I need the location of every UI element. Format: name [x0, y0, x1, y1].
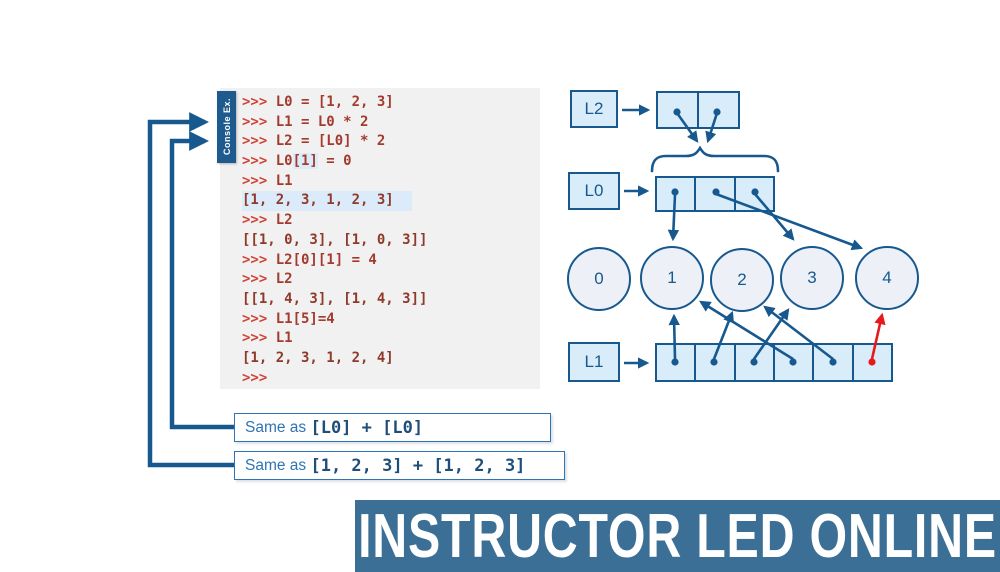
- var-label-l2: L2: [584, 99, 604, 118]
- var-label-l0: L0: [584, 181, 604, 200]
- banner: INSTRUCTOR LED ONLINE: [355, 500, 1000, 572]
- code-text: L0: [275, 153, 293, 170]
- bracket-highlight: [1]: [292, 153, 318, 170]
- code-text: L2 = [L0] * 2: [275, 133, 386, 150]
- console-prompt: >>>: [242, 271, 276, 288]
- callout-code: [1, 2, 3] + [1, 2, 3]: [310, 455, 526, 476]
- code-text: L1: [275, 172, 293, 189]
- value-circle: 0: [567, 247, 631, 311]
- console-tab-label: Console Ex.: [221, 98, 232, 156]
- console-prompt: >>>: [242, 113, 276, 130]
- console-body: >>> L0 = [1, 2, 3]>>> L1 = L0 * 2>>> L2 …: [220, 88, 540, 388]
- console-line: >>> L1: [242, 172, 540, 192]
- list-cell: [854, 345, 891, 380]
- list-cell: [736, 178, 773, 210]
- code-text: [1, 2, 3, 1, 2, 4]: [242, 349, 394, 366]
- console-prompt: >>>: [242, 330, 276, 347]
- var-label-l1: L1: [584, 352, 604, 371]
- value-circle: 2: [710, 248, 774, 312]
- l0-list-brace: [650, 145, 780, 173]
- console-prompt: >>>: [242, 153, 276, 170]
- list-cell: [736, 345, 775, 380]
- console-prompt: >>>: [242, 133, 276, 150]
- callout-l1-equivalence: Same as [1, 2, 3] + [1, 2, 3]: [234, 451, 565, 480]
- code-text: L1[5]=4: [275, 310, 335, 327]
- list-cell: [657, 178, 697, 210]
- console-line: >>> L1[5]=4: [242, 310, 540, 330]
- code-text: L1 = L0 * 2: [275, 113, 369, 130]
- code-text: L2: [275, 212, 293, 229]
- value-circle: 1: [640, 246, 704, 310]
- callout-l2-equivalence: Same as [L0] + [L0]: [234, 413, 551, 442]
- l0-list: [655, 176, 775, 212]
- console-line: >>>: [242, 369, 540, 389]
- console-line: >>> L0 = [1, 2, 3]: [242, 93, 540, 113]
- console-line: >>> L0[1] = 0: [242, 152, 540, 172]
- console-prompt: >>>: [242, 94, 276, 110]
- console-prompt: >>>: [242, 369, 276, 386]
- console-line: [[1, 4, 3], [1, 4, 3]]: [242, 290, 540, 310]
- code-text: = 0: [317, 153, 352, 170]
- console-prompt: >>>: [242, 310, 276, 327]
- console-line: >>> L2: [242, 211, 540, 231]
- callout-prefix: Same as: [245, 418, 311, 436]
- value-circle: 3: [780, 246, 844, 310]
- console-line: >>> L2: [242, 270, 540, 290]
- console-line: >>> L2 = [L0] * 2: [242, 132, 540, 152]
- var-box-l0: L0: [568, 172, 620, 210]
- list-cell: [657, 345, 697, 380]
- list-cell: [658, 93, 699, 127]
- var-box-l1: L1: [568, 342, 620, 382]
- console-prompt: >>>: [242, 251, 276, 268]
- console-line: [[1, 0, 3], [1, 0, 3]]: [242, 231, 540, 251]
- list-cell: [775, 345, 815, 380]
- list-cell: [696, 178, 736, 210]
- console-prompt: >>>: [242, 212, 276, 229]
- code-text: [[1, 4, 3], [1, 4, 3]]: [242, 290, 428, 307]
- code-text: L2[0][1] = 4: [275, 251, 377, 268]
- code-text: [[1, 0, 3], [1, 0, 3]]: [242, 231, 428, 248]
- list-cell: [696, 345, 736, 380]
- list-cell: [699, 93, 738, 127]
- value-circle: 4: [855, 246, 919, 310]
- l2-list: [656, 91, 740, 129]
- code-text: L0 = [1, 2, 3]: [275, 94, 394, 110]
- console-line: >>> L2[0][1] = 4: [242, 251, 540, 271]
- console-line: [1, 2, 3, 1, 2, 3]: [242, 191, 412, 212]
- code-text: [1, 2, 3, 1, 2, 3]: [242, 192, 394, 209]
- console-line: [1, 2, 3, 1, 2, 4]: [242, 349, 540, 369]
- console-line: >>> L1: [242, 329, 540, 349]
- console-tab: Console Ex.: [217, 91, 236, 163]
- var-box-l2: L2: [570, 90, 618, 128]
- list-cell: [814, 345, 854, 380]
- banner-text: INSTRUCTOR LED ONLINE: [358, 501, 997, 571]
- console-panel: Console Ex. >>> L0 = [1, 2, 3]>>> L1 = L…: [217, 88, 540, 389]
- code-text: L1: [275, 330, 293, 347]
- code-text: L2: [275, 271, 293, 288]
- console-line: >>> L1 = L0 * 2: [242, 113, 540, 133]
- l1-list: [655, 343, 893, 382]
- console-prompt: >>>: [242, 172, 276, 189]
- callout-prefix: Same as: [245, 456, 311, 474]
- callout-code: [L0] + [L0]: [310, 417, 424, 438]
